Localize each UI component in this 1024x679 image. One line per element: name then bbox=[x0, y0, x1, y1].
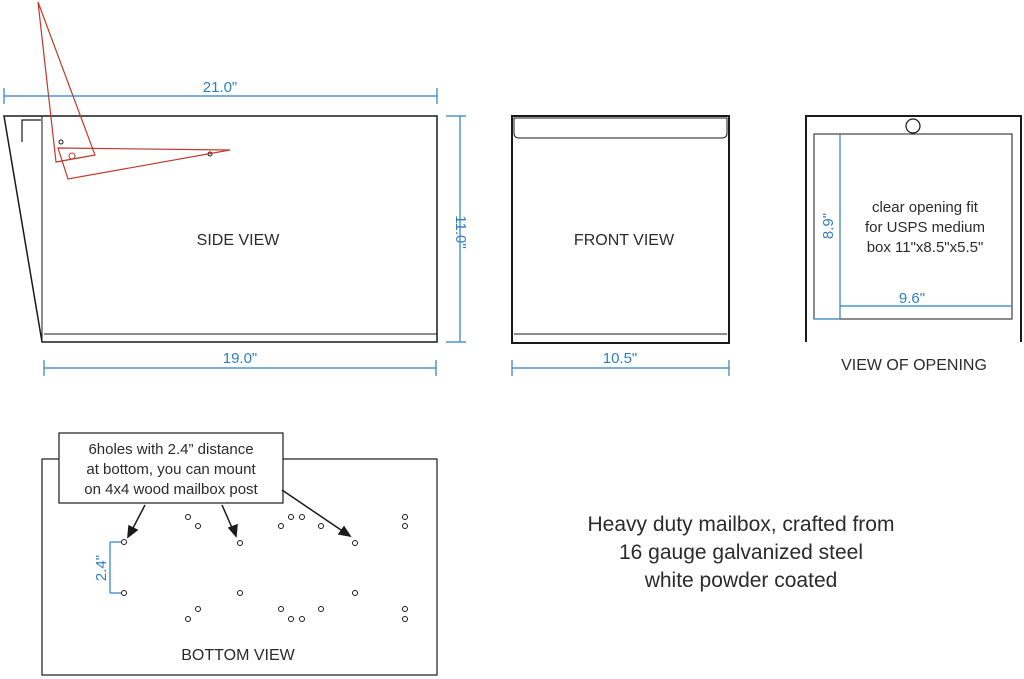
bottom-view: 2.4" 6holes with 2.4” distance at bottom… bbox=[41, 432, 438, 676]
mount-hole bbox=[352, 590, 358, 596]
dim-height bbox=[446, 115, 466, 343]
side-view-rivet bbox=[58, 139, 64, 145]
hole bbox=[318, 523, 324, 529]
hole bbox=[299, 514, 305, 520]
callout-line-1: 6holes with 2.4” distance bbox=[88, 441, 253, 458]
hole bbox=[185, 616, 191, 622]
hole bbox=[402, 523, 408, 529]
side-view-label: SIDE VIEW bbox=[197, 232, 281, 249]
opening-view-body bbox=[805, 115, 1022, 342]
callout-line-2: at bottom, you can mount bbox=[86, 461, 256, 478]
flag-arm bbox=[37, 1, 96, 163]
dim-opening-width-label: 9.6" bbox=[899, 290, 925, 307]
side-view-body bbox=[3, 115, 438, 343]
opening-view-lock-hole bbox=[905, 118, 921, 134]
callout-line-3: on 4x4 wood mailbox post bbox=[84, 481, 258, 498]
dim-height-label: 11.0" bbox=[452, 215, 469, 248]
arrow-head-icon bbox=[127, 524, 139, 539]
arrow-head-icon bbox=[337, 525, 352, 538]
bottom-view-label: BOTTOM VIEW bbox=[181, 647, 295, 664]
opening-note-line-1: clear opening fit bbox=[872, 199, 979, 216]
hole bbox=[288, 514, 294, 520]
mount-hole bbox=[121, 590, 127, 596]
arrow-head-icon bbox=[227, 523, 238, 538]
mount-hole bbox=[237, 540, 243, 546]
hole bbox=[195, 606, 201, 612]
dim-length-top bbox=[3, 88, 438, 104]
side-view: 21.0" 19.0" 11.0" SIDE VIEW bbox=[3, 1, 469, 376]
dim-front-width-label: 10.5" bbox=[603, 350, 638, 367]
dim-length-bottom-label: 19.0" bbox=[223, 350, 258, 367]
front-view: 10.5" FRONT VIEW bbox=[511, 115, 730, 376]
front-view-label: FRONT VIEW bbox=[574, 232, 675, 249]
callout-arrows bbox=[127, 489, 352, 539]
hole bbox=[402, 616, 408, 622]
dim-length-top-label: 21.0" bbox=[203, 79, 238, 96]
hole bbox=[299, 616, 305, 622]
hole bbox=[195, 523, 201, 529]
description-line-1: Heavy duty mailbox, crafted from bbox=[588, 513, 895, 536]
flag bbox=[37, 1, 231, 180]
dim-length-bottom bbox=[43, 360, 437, 376]
hole bbox=[402, 514, 408, 520]
hole bbox=[288, 616, 294, 622]
product-description: Heavy duty mailbox, crafted from 16 gaug… bbox=[588, 513, 895, 592]
bottom-view-holes bbox=[121, 514, 408, 622]
opening-view-label: VIEW OF OPENING bbox=[841, 357, 987, 374]
description-line-2: 16 gauge galvanized steel bbox=[619, 541, 863, 564]
hole bbox=[402, 606, 408, 612]
mount-hole bbox=[352, 540, 358, 546]
hole bbox=[278, 523, 284, 529]
dim-opening-height-label: 8.9" bbox=[820, 213, 837, 239]
mount-hole bbox=[237, 590, 243, 596]
dim-opening-height bbox=[814, 134, 841, 320]
front-view-body bbox=[511, 115, 730, 344]
hole bbox=[318, 606, 324, 612]
hole bbox=[278, 606, 284, 612]
flag-pivot bbox=[68, 152, 76, 160]
side-view-hinge bbox=[21, 119, 41, 142]
description-line-3: white powder coated bbox=[644, 569, 838, 592]
dim-hole-spacing-label: 2.4" bbox=[93, 555, 110, 581]
opening-view: 8.9" 9.6" clear opening fit for USPS med… bbox=[805, 115, 1022, 374]
dim-front-width bbox=[511, 360, 730, 376]
opening-note-line-3: box 11"x8.5"x5.5" bbox=[867, 239, 984, 256]
flag-base bbox=[57, 147, 231, 180]
front-view-lid bbox=[513, 117, 728, 139]
opening-view-frame bbox=[813, 133, 1013, 320]
mount-hole bbox=[121, 539, 127, 545]
callout-box bbox=[58, 432, 284, 504]
opening-note-line-2: for USPS medium bbox=[865, 219, 985, 236]
dim-hole-spacing bbox=[109, 541, 121, 594]
hole bbox=[185, 514, 191, 520]
